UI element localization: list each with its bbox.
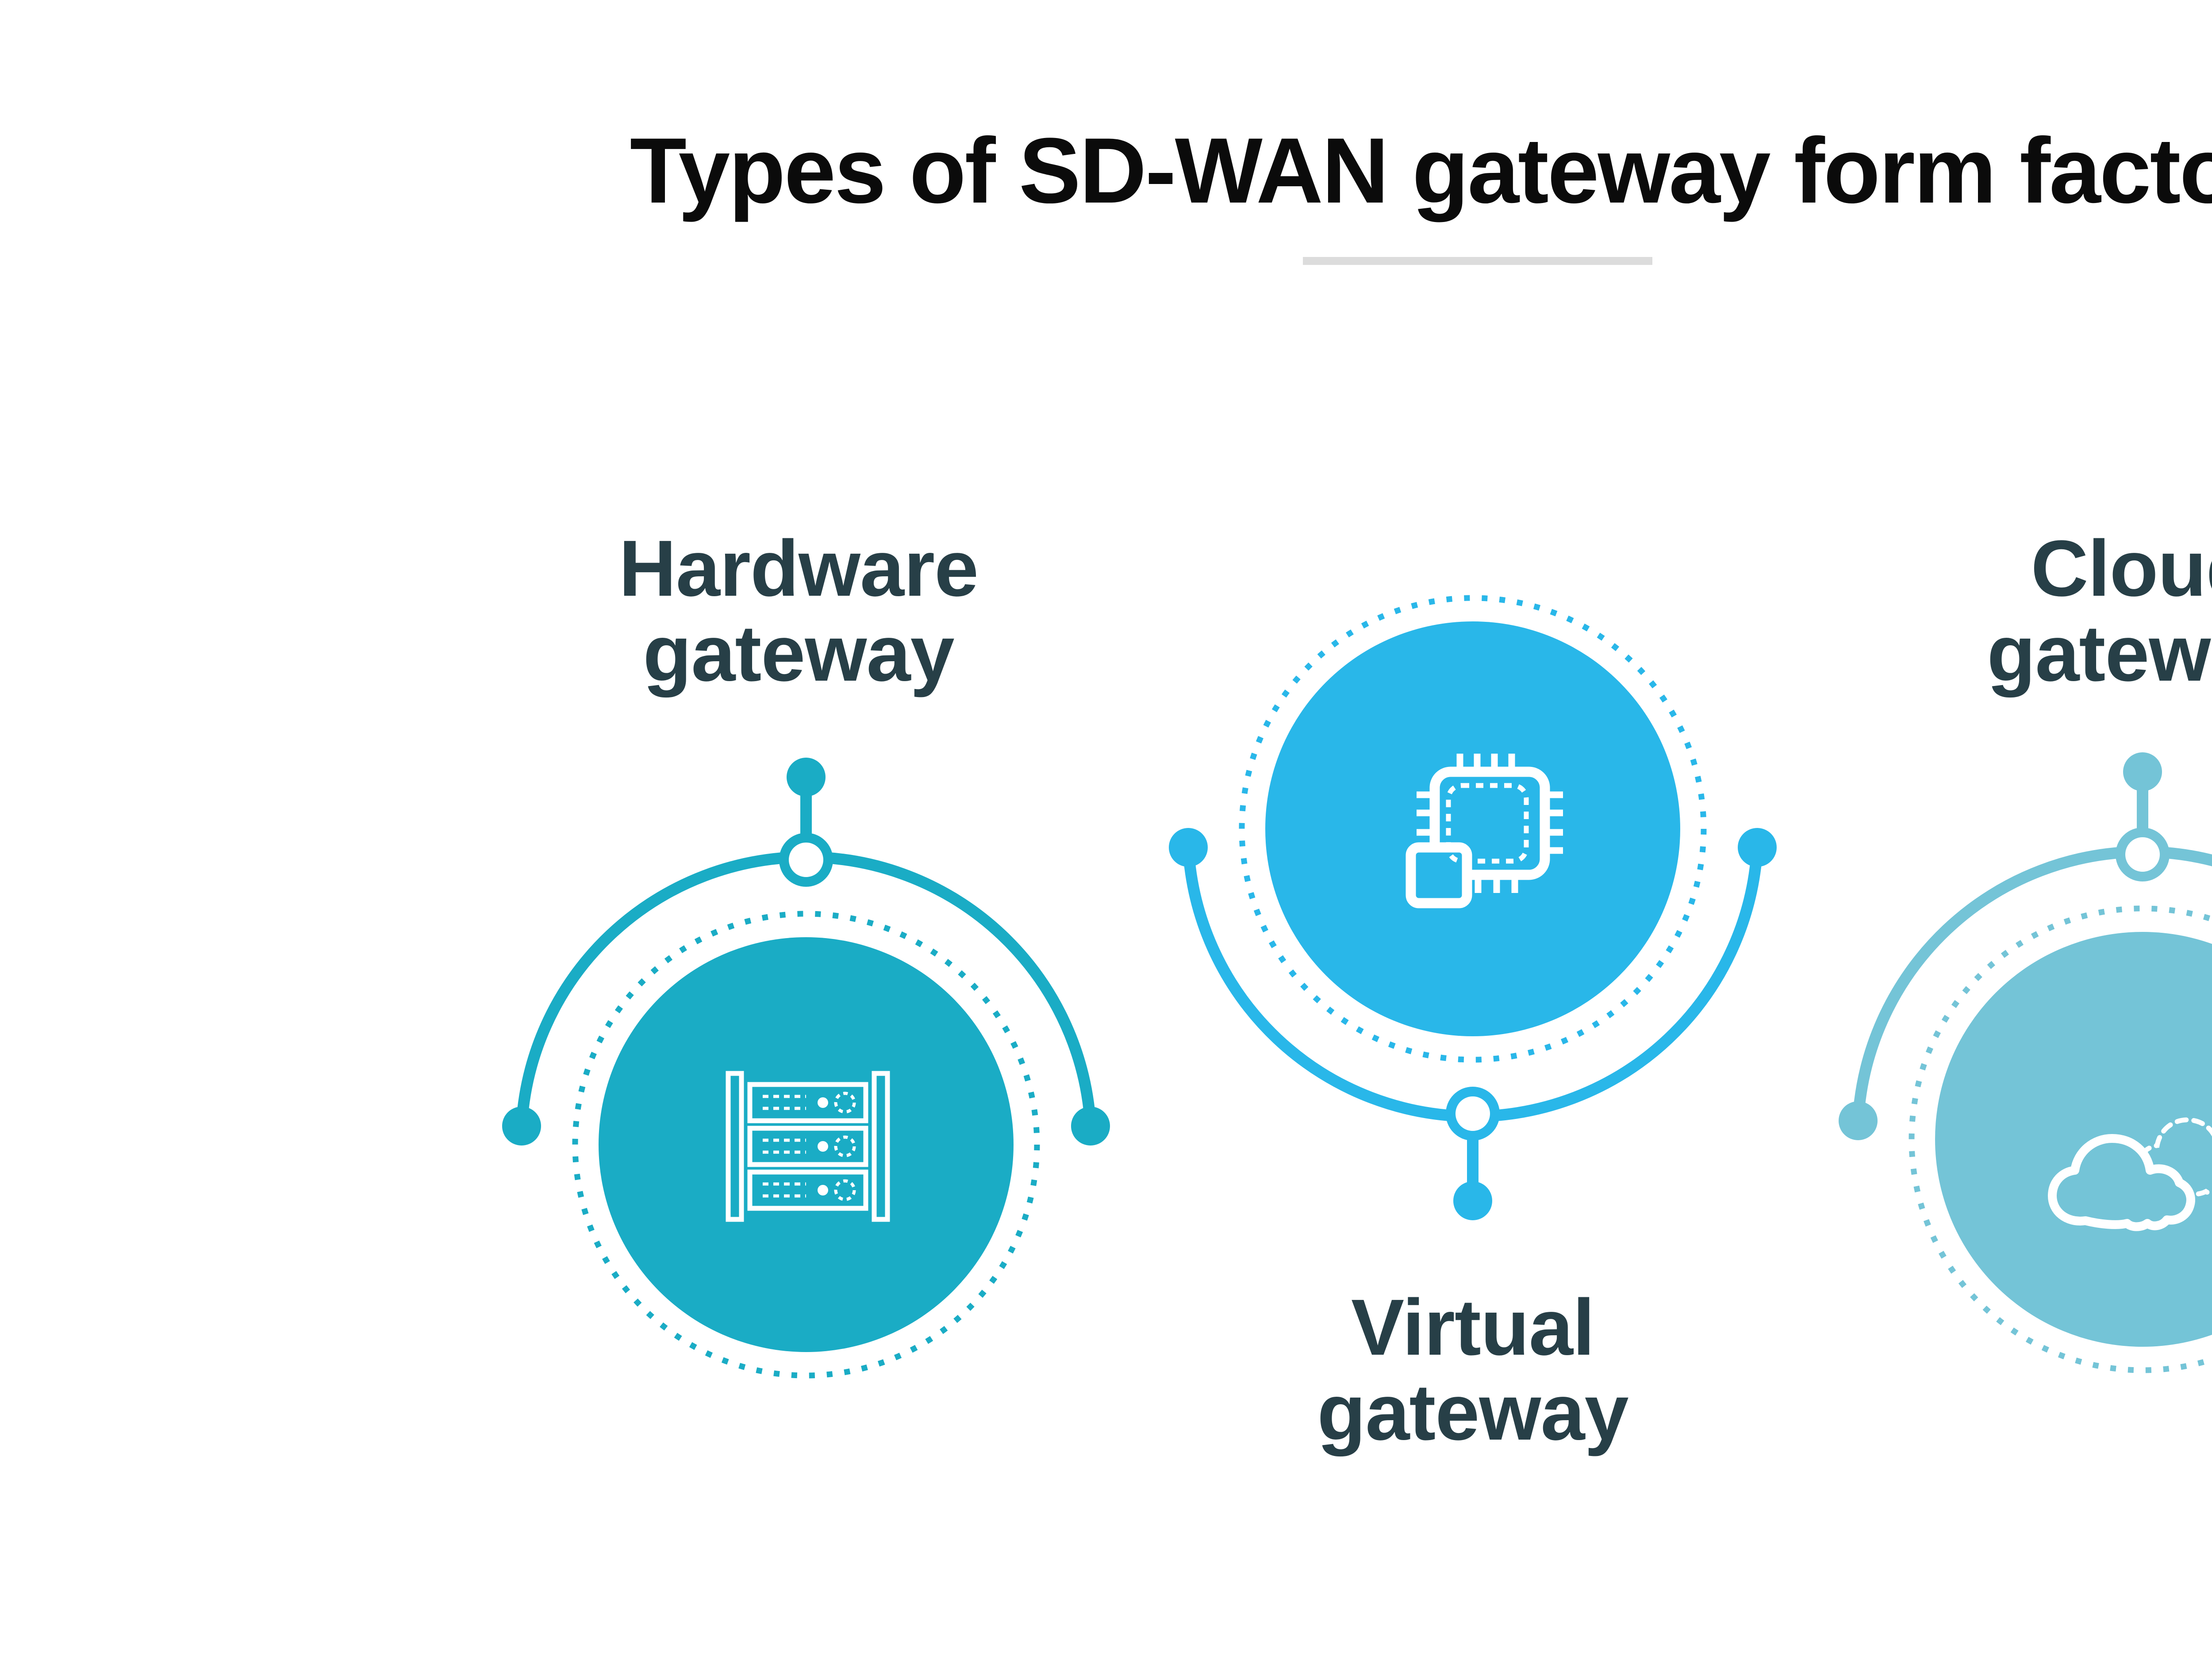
hardware-node-dot bbox=[787, 758, 826, 797]
rack-rail-right bbox=[872, 1071, 890, 1222]
page-title: Types of SD-WAN gateway form factors bbox=[630, 119, 2212, 222]
label-line: Cloud bbox=[2031, 524, 2212, 613]
label-line: Virtual bbox=[1351, 1283, 1595, 1372]
virtual-dotted-ring bbox=[1239, 595, 1707, 1063]
server-rack-icon bbox=[726, 1071, 890, 1222]
hardware-circle bbox=[599, 937, 1014, 1352]
label-line: gateway bbox=[643, 609, 954, 698]
label-line: gateway bbox=[1987, 609, 2212, 698]
virtual-circle bbox=[1265, 621, 1680, 1036]
label-virtual-gateway: Virtual gateway bbox=[1163, 1285, 1782, 1455]
label-line: gateway bbox=[1317, 1368, 1628, 1457]
virtual-gateway-group bbox=[1169, 595, 1777, 1220]
cloud-node-ring bbox=[2116, 828, 2170, 881]
rack-rail-left bbox=[726, 1071, 744, 1222]
chip-body bbox=[1429, 766, 1550, 880]
label-line: Hardware bbox=[618, 524, 979, 613]
hardware-node-ring bbox=[779, 833, 833, 887]
rack-server-unit bbox=[747, 1126, 868, 1167]
virtual-arc-endpoint-dot-left bbox=[1169, 828, 1208, 867]
chip-icon bbox=[1406, 754, 1563, 908]
rack-server-unit bbox=[747, 1169, 868, 1211]
cloud-gateway-group bbox=[1839, 752, 2212, 1373]
cloud-solid-outline bbox=[2048, 1134, 2195, 1231]
chip-pins bbox=[1417, 754, 1563, 893]
virtual-arc-endpoint-dot-right bbox=[1738, 828, 1777, 867]
hardware-gateway-group bbox=[502, 758, 1110, 1379]
cloud-icon bbox=[2048, 1117, 2212, 1231]
cloud-node-dot bbox=[2123, 752, 2162, 791]
chip-small-square bbox=[1406, 842, 1472, 908]
cloud-arc-endpoint-dot-left bbox=[1839, 1101, 1878, 1140]
rack-server-unit bbox=[747, 1082, 868, 1123]
label-hardware-gateway: Hardware gateway bbox=[489, 526, 1108, 696]
virtual-node-ring bbox=[1446, 1087, 1500, 1141]
hardware-arc-endpoint-dot-left bbox=[502, 1107, 541, 1146]
virtual-node-dot bbox=[1453, 1181, 1492, 1220]
cloud-circle bbox=[1935, 932, 2212, 1347]
title-divider bbox=[1303, 257, 1652, 265]
hardware-dotted-ring bbox=[572, 911, 1040, 1379]
hardware-arc-endpoint-dot-right bbox=[1071, 1107, 1110, 1146]
label-cloud-gateway: Cloud gateway bbox=[1833, 526, 2212, 696]
